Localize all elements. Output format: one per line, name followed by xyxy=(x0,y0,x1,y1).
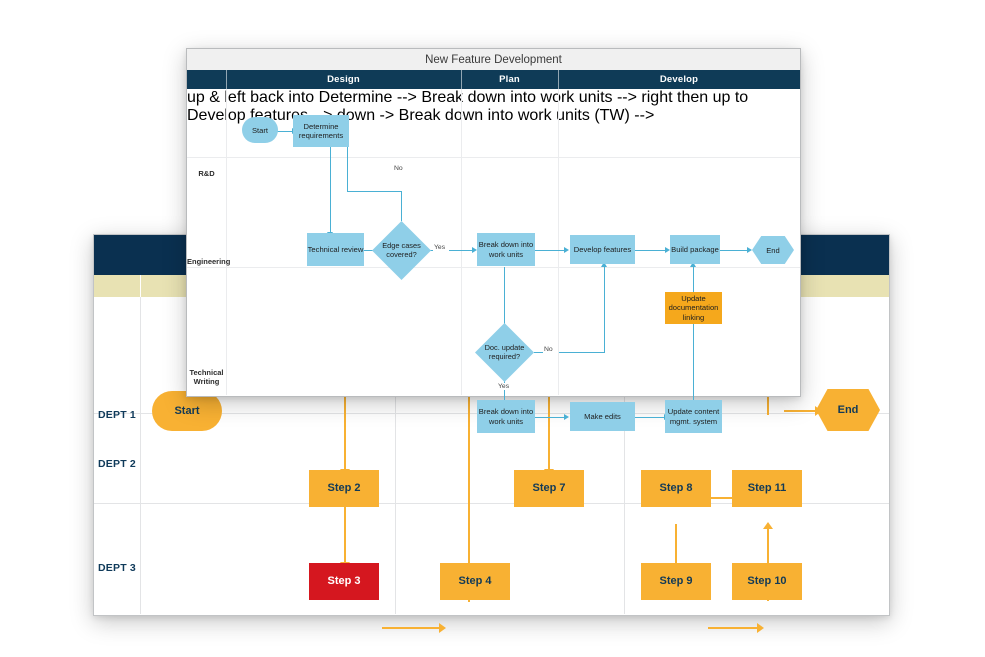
flow-node-technical-review[interactable]: Technical review xyxy=(307,233,364,266)
flow-column-divider xyxy=(461,89,462,395)
flow-node-doc-update-required[interactable]: Doc. update required? xyxy=(475,323,534,382)
connector-makeedits-updatecms xyxy=(635,417,665,419)
node-step-2[interactable]: Step 2 xyxy=(309,470,379,507)
arrowhead-right xyxy=(757,623,764,633)
connector-start-determine xyxy=(276,131,293,133)
arrowhead-right xyxy=(747,246,752,253)
connector-determine-techreview xyxy=(330,147,332,233)
flow-column-divider xyxy=(226,89,227,395)
connector-develop-build xyxy=(635,250,666,252)
node-step-10[interactable]: Step 10 xyxy=(732,563,802,600)
connector-step3-step4 xyxy=(382,627,440,629)
flow-column-divider xyxy=(558,89,559,395)
node-end[interactable]: End xyxy=(816,389,880,431)
connector-no-up-to-develop xyxy=(604,267,606,353)
flowchart-lane-grid: R&D Engineering Technical Writing up & l… xyxy=(187,89,800,433)
flow-node-determine-requirements[interactable]: Determine requirements xyxy=(293,115,349,147)
flow-node-start[interactable]: Start xyxy=(242,117,278,143)
connector-edgecases-no-horizontal xyxy=(347,191,402,193)
flow-node-update-content-mgmt-system[interactable]: Update content mgmt. system xyxy=(665,400,722,433)
connector-docupdate-no-a xyxy=(534,352,545,354)
flow-lane-label-engineering: Engineering xyxy=(187,257,231,266)
arrowhead-right xyxy=(564,246,569,253)
connector-into-end xyxy=(784,410,816,412)
connector-updatecms-updatedoc xyxy=(693,317,695,402)
edge-label-no-docupdate: No xyxy=(543,346,554,353)
flow-node-build-package[interactable]: Build package xyxy=(670,235,720,264)
node-step-11[interactable]: Step 11 xyxy=(732,470,802,507)
edge-label-yes-docupdate: Yes xyxy=(497,383,511,390)
arrowhead-right xyxy=(564,413,569,420)
connector-breakdown-docupdate xyxy=(504,267,506,329)
flow-node-break-down-work-units-tw[interactable]: Break down into work units xyxy=(477,400,535,433)
lane-label-dept-2: DEPT 2 xyxy=(98,458,136,470)
connector-breakdown2-makeedits xyxy=(535,417,565,419)
arrowhead-right xyxy=(472,246,477,253)
flow-lane-label-rd: R&D xyxy=(198,169,215,178)
flow-node-end[interactable]: End xyxy=(752,236,794,264)
band-divider xyxy=(140,275,141,297)
foreground-flowchart-window[interactable]: New Feature Development Design Plan Deve… xyxy=(186,48,801,433)
column-header-design[interactable]: Design xyxy=(327,74,360,85)
node-start[interactable]: Start xyxy=(152,391,222,431)
lane-column-divider xyxy=(140,297,141,614)
arrowhead-up xyxy=(763,522,773,529)
node-step-4[interactable]: Step 4 xyxy=(440,563,510,600)
edge-label-yes-edgecases: Yes xyxy=(433,244,447,251)
node-step-7[interactable]: Step 7 xyxy=(514,470,584,507)
column-header-divider xyxy=(461,70,462,89)
node-step-9[interactable]: Step 9 xyxy=(641,563,711,600)
lane-label-dept-1: DEPT 1 xyxy=(98,409,136,421)
flow-node-update-documentation-linking[interactable]: Update documentation linking xyxy=(665,292,722,324)
flowchart-title: New Feature Development xyxy=(187,49,800,71)
flowchart-column-header-bar xyxy=(187,70,800,89)
flow-row-divider xyxy=(187,267,800,268)
flow-node-make-edits[interactable]: Make edits xyxy=(570,402,635,431)
lane-column-divider xyxy=(624,297,625,614)
column-header-plan[interactable]: Plan xyxy=(499,74,520,85)
arrowhead-right xyxy=(665,246,670,253)
connector-edgecases-no-vertical xyxy=(401,191,403,221)
lane-column-divider xyxy=(395,297,396,614)
flow-row-divider xyxy=(187,157,800,158)
connector-docupdate-yes xyxy=(504,376,506,410)
column-header-divider xyxy=(226,70,227,89)
node-step-3[interactable]: Step 3 xyxy=(309,563,379,600)
arrowhead-up xyxy=(600,262,607,267)
connector-step2-step3 xyxy=(344,497,346,563)
connector-step4-upstream xyxy=(468,297,470,602)
connector-docupdate-no-b xyxy=(559,352,605,354)
arrowhead-right xyxy=(439,623,446,633)
flow-lane-label-technical-writing: Technical Writing xyxy=(189,368,224,387)
flow-node-break-down-work-units-engineering[interactable]: Break down into work units xyxy=(477,233,535,266)
connector-step8-step9 xyxy=(675,524,677,594)
connector-breakdown-develop xyxy=(535,250,565,252)
arrowhead-up xyxy=(689,262,696,267)
connector-build-end xyxy=(720,250,748,252)
lane-row-divider xyxy=(94,503,889,504)
connector-start-step2 xyxy=(344,352,346,470)
flow-node-develop-features[interactable]: Develop features xyxy=(570,235,635,264)
flow-node-edge-cases-covered[interactable]: Edge cases covered? xyxy=(372,221,431,280)
connector-step9-step10 xyxy=(708,627,758,629)
column-header-develop[interactable]: Develop xyxy=(659,74,699,85)
edge-label-no-edgecases: No xyxy=(393,165,404,172)
lane-label-dept-3: DEPT 3 xyxy=(98,562,136,574)
column-header-divider xyxy=(558,70,559,89)
node-step-8[interactable]: Step 8 xyxy=(641,470,711,507)
connector-updatedoc-build xyxy=(693,267,695,292)
connector-no-back-to-determine xyxy=(347,131,349,192)
connector-edgecases-yes-b xyxy=(449,250,473,252)
